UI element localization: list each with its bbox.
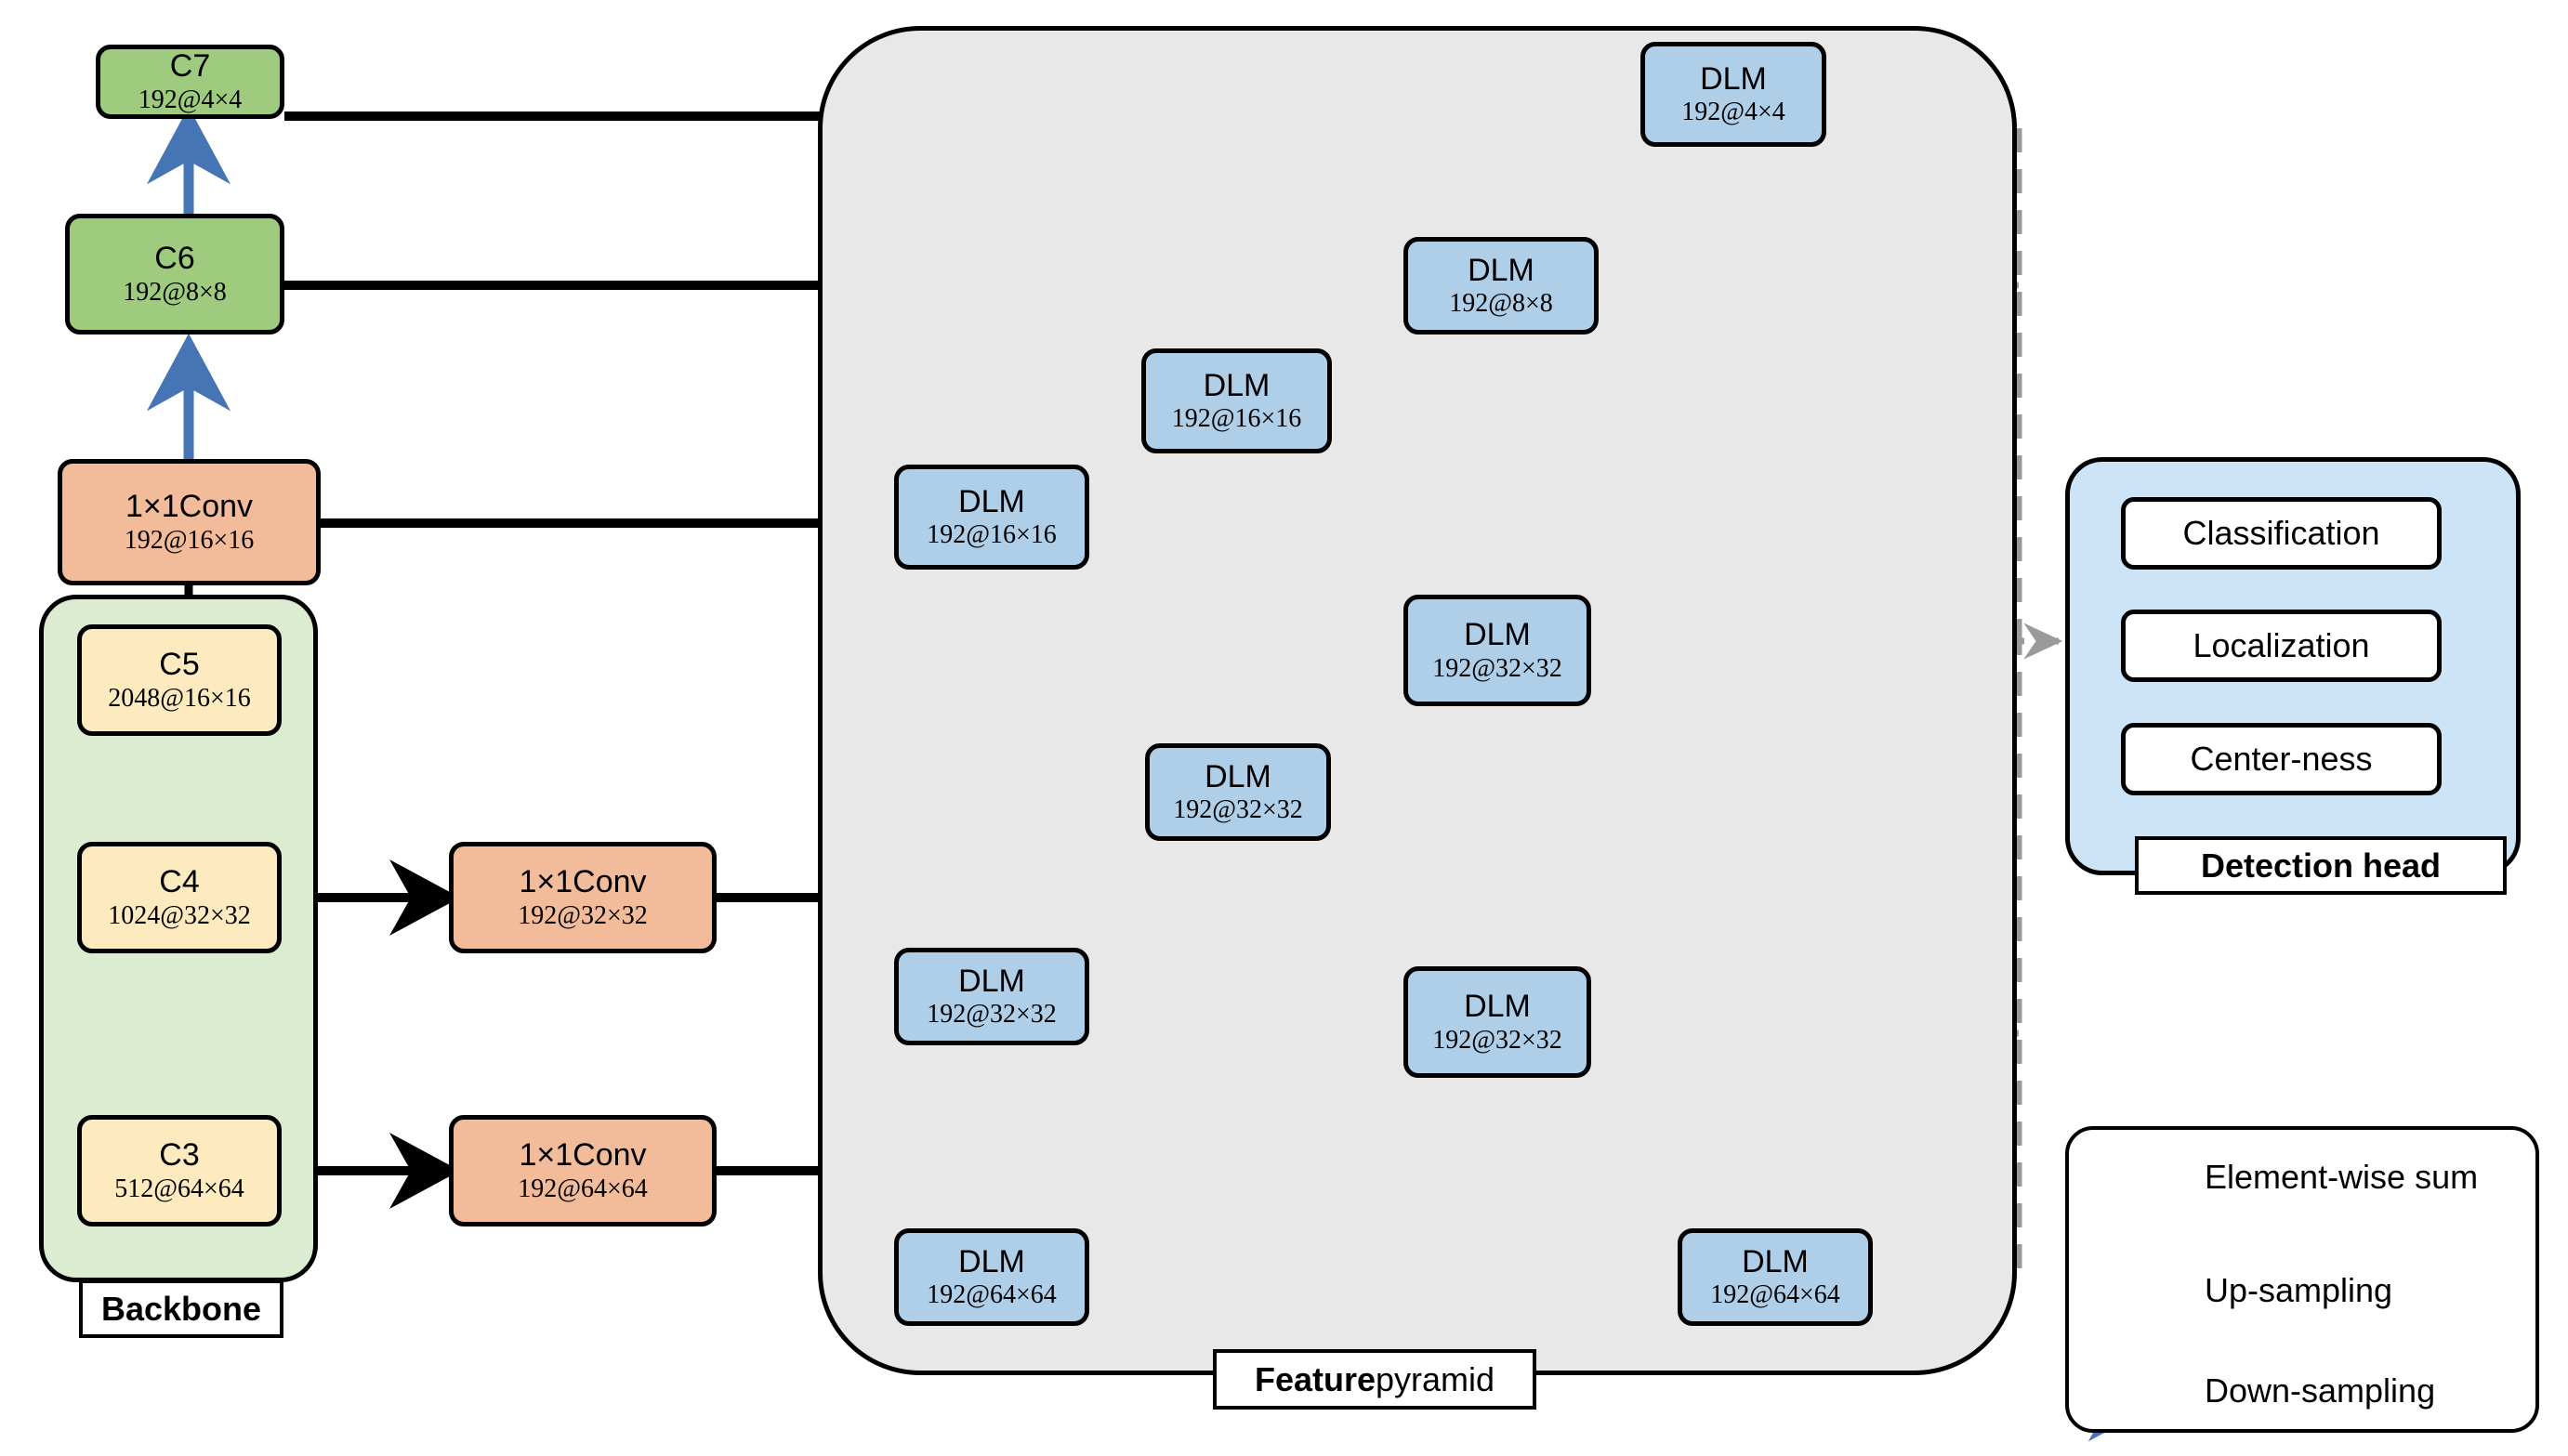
node-dlm-col1-32[interactable]: DLM 192@32×32 [894, 948, 1089, 1045]
node-c3-spec: 512@64×64 [114, 1174, 244, 1203]
node-c7-title: C7 [169, 48, 211, 85]
feature-pyramid-caption-bold: Feature [1254, 1359, 1376, 1398]
node-dlm-col4-4-title: DLM [1700, 60, 1767, 97]
node-c5[interactable]: C5 2048@16×16 [77, 624, 282, 736]
node-dlm-col2-32-title: DLM [1205, 758, 1271, 794]
node-dlm-col2-16[interactable]: DLM 192@16×16 [1141, 348, 1332, 453]
node-c7[interactable]: C7 192@4×4 [96, 45, 284, 119]
node-dlm-col4-64-title: DLM [1742, 1243, 1809, 1279]
node-dlm-col3-32b-spec: 192@32×32 [1432, 1025, 1562, 1055]
node-dlm-col1-64[interactable]: DLM 192@64×64 [894, 1228, 1089, 1326]
detection-head-caption: Detection head [2135, 836, 2507, 895]
node-dlm-col4-64[interactable]: DLM 192@64×64 [1678, 1228, 1873, 1326]
detection-head-caption-label: Detection head [2200, 846, 2442, 885]
head-item-classification-label: Classification [2182, 514, 2380, 552]
node-conv-32-spec: 192@32×32 [518, 900, 648, 930]
node-dlm-col1-64-title: DLM [958, 1243, 1025, 1279]
legend-text-up: Up-sampling [2205, 1271, 2393, 1309]
node-dlm-col3-32-spec: 192@32×32 [1432, 653, 1562, 683]
node-conv-16-spec: 192@16×16 [124, 525, 255, 555]
node-dlm-col2-16-spec: 192@16×16 [1171, 404, 1302, 434]
node-conv-16-title: 1×1Conv [125, 489, 254, 525]
node-conv-64-spec: 192@64×64 [518, 1174, 648, 1203]
node-dlm-col2-32-spec: 192@32×32 [1173, 795, 1303, 825]
node-dlm-col1-16-spec: 192@16×16 [927, 520, 1057, 550]
legend-label-down-sampling: Down-sampling [2205, 1371, 2435, 1410]
node-c5-title: C5 [159, 647, 200, 683]
node-dlm-col2-16-title: DLM [1203, 367, 1271, 403]
head-item-center-ness-label: Center-ness [2190, 740, 2373, 778]
node-c6-spec: 192@8×8 [123, 277, 227, 307]
node-c4-spec: 1024@32×32 [108, 900, 251, 930]
node-c6-title: C6 [154, 241, 195, 277]
node-dlm-col1-64-spec: 192@64×64 [927, 1280, 1057, 1310]
node-c5-spec: 2048@16×16 [108, 683, 251, 713]
node-dlm-col4-4-spec: 192@4×4 [1681, 98, 1785, 127]
head-item-center-ness[interactable]: Center-ness [2121, 723, 2442, 795]
node-conv-32[interactable]: 1×1Conv 192@32×32 [449, 842, 717, 953]
node-dlm-col2-32[interactable]: DLM 192@32×32 [1145, 743, 1331, 841]
node-conv-64-title: 1×1Conv [519, 1137, 647, 1174]
node-conv-16[interactable]: 1×1Conv 192@16×16 [58, 459, 321, 585]
node-dlm-col3-8-spec: 192@8×8 [1449, 289, 1553, 319]
node-dlm-col1-16[interactable]: DLM 192@16×16 [894, 465, 1089, 570]
node-c4[interactable]: C4 1024@32×32 [77, 842, 282, 953]
head-item-localization-label: Localization [2193, 626, 2370, 664]
legend-text-sum: Element-wise sum [2205, 1158, 2479, 1196]
node-dlm-col3-32[interactable]: DLM 192@32×32 [1403, 595, 1591, 706]
node-conv-64[interactable]: 1×1Conv 192@64×64 [449, 1115, 717, 1226]
node-dlm-col3-8[interactable]: DLM 192@8×8 [1403, 237, 1599, 334]
node-c4-title: C4 [159, 864, 200, 900]
node-dlm-col3-8-title: DLM [1468, 252, 1534, 288]
node-dlm-col3-32b[interactable]: DLM 192@32×32 [1403, 966, 1591, 1078]
node-c6[interactable]: C6 192@8×8 [65, 214, 284, 334]
node-c3[interactable]: C3 512@64×64 [77, 1115, 282, 1226]
legend-label-up-sampling: Up-sampling [2205, 1271, 2392, 1310]
node-dlm-col3-32b-title: DLM [1464, 989, 1531, 1025]
node-dlm-col4-64-spec: 192@64×64 [1710, 1280, 1840, 1310]
legend-label-element-wise-sum: Element-wise sum [2205, 1158, 2478, 1197]
node-dlm-col3-32-title: DLM [1464, 617, 1531, 653]
node-dlm-col1-16-title: DLM [958, 483, 1025, 519]
feature-pyramid-caption: Feature pyramid [1213, 1349, 1536, 1410]
head-item-classification[interactable]: Classification [2121, 497, 2442, 570]
legend-text-down: Down-sampling [2205, 1371, 2436, 1410]
node-conv-32-title: 1×1Conv [519, 864, 647, 900]
backbone-caption: Backbone [79, 1279, 283, 1338]
node-dlm-col4-4[interactable]: DLM 192@4×4 [1640, 42, 1826, 147]
node-c7-spec: 192@4×4 [138, 85, 243, 114]
head-item-localization[interactable]: Localization [2121, 610, 2442, 682]
node-dlm-col1-32-title: DLM [958, 963, 1025, 999]
node-c3-title: C3 [159, 1137, 200, 1174]
feature-pyramid-caption-rest: pyramid [1376, 1359, 1495, 1398]
backbone-caption-label: Backbone [100, 1289, 262, 1328]
node-dlm-col1-32-spec: 192@32×32 [927, 1000, 1057, 1030]
